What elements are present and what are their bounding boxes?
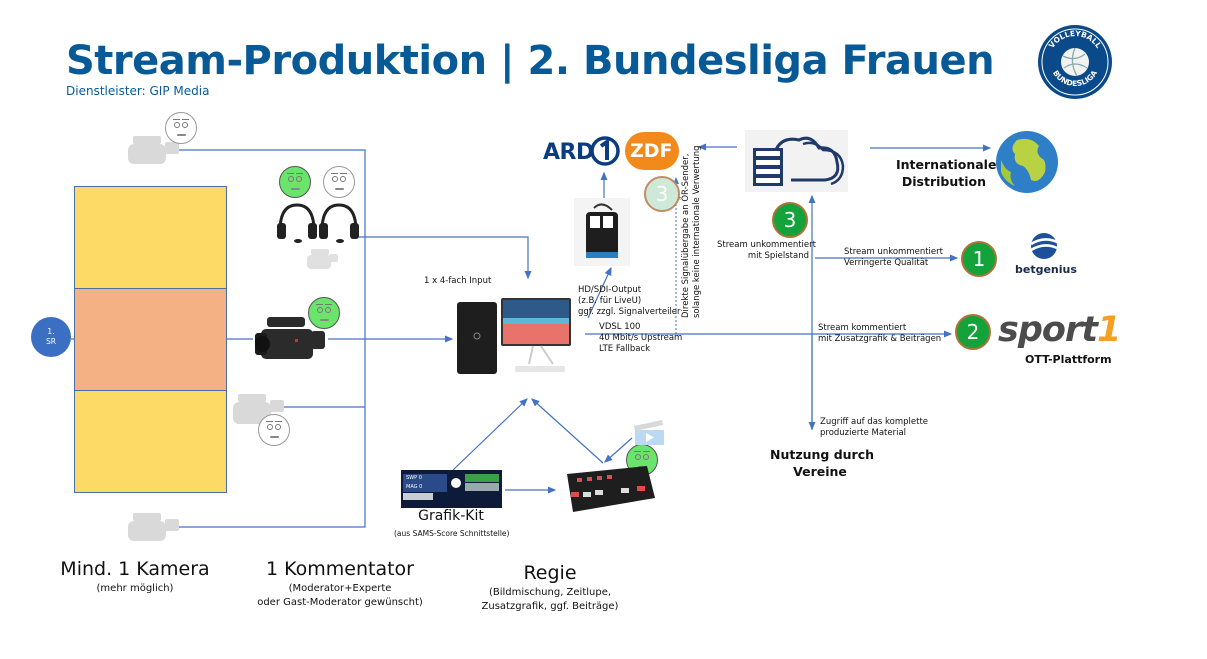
volleyball-bundesliga-logo: VOLLEYBALL BUNDESLIGA: [1037, 24, 1113, 100]
page-title: Stream-Produktion | 2. Bundesliga Frauen: [66, 38, 995, 84]
upstream-line-2: 40 Mbit/s Upstream: [599, 333, 683, 343]
cameras-subtitle: (mehr möglich): [96, 583, 174, 594]
direct-signal-label: Direkte Signalübergabe an ÖR-Sender, sol…: [681, 145, 703, 318]
output-line-2: (z.B. für LiveU): [578, 296, 642, 306]
production-pc-icon: [457, 298, 571, 374]
cloud-server-box: [745, 130, 848, 192]
vereine-access-line-1: Zugriff auf das komplette: [820, 417, 929, 427]
zdf-text: ZDF: [630, 140, 673, 162]
international-label: Internationale Distribution: [896, 156, 997, 190]
video-switcher-icon: [567, 466, 655, 512]
main-camera-icon: [255, 317, 325, 359]
scoreboard-score-a: 0: [418, 475, 422, 481]
badge-3-faded: 3: [644, 176, 680, 212]
direct-line-2: solange keine internationale Verwertung: [692, 145, 702, 318]
regie-subtitle-1: (Bildmischung, Zeitlupe,: [488, 587, 612, 598]
page-subtitle: Dienstleister: GIP Media: [66, 84, 210, 98]
output-label: HD/SDI-Output (z.B. für LiveU) ggf. zzgl…: [578, 285, 681, 318]
badge-3-cloud: 3: [772, 202, 808, 238]
upstream-label: VDSL 100 40 Mbit/s Upstream LTE Fallback: [599, 322, 682, 355]
betgenius-globe-icon: [1030, 233, 1058, 259]
vereine-title: Nutzung durch Vereine: [770, 446, 875, 480]
output-line-3: ggf. zzgl. Signalverteiler: [578, 307, 681, 317]
grafik-kit-screenshot: SWP 0 MAG 0: [401, 470, 502, 508]
sport1-label-line-2: mit Zusatzgrafik & Beiträgen: [818, 334, 942, 344]
vereine-access-label: Zugriff auf das komplette produzierte Ma…: [820, 417, 928, 439]
liveu-device-icon: [574, 198, 630, 266]
output-line-1: HD/SDI-Output: [578, 285, 642, 295]
referee-number: 1.: [47, 327, 55, 336]
upstream-line-3: LTE Fallback: [599, 344, 651, 354]
betgenius-label-line-2: Verringerte Qualität: [844, 258, 929, 268]
betgenius-stream-label: Stream unkommentiert Verringerte Qualitä…: [844, 247, 943, 269]
cameras-title: Mind. 1 Kamera: [60, 558, 210, 580]
face-icon-main-camera: [308, 297, 340, 329]
sport1-label-line-1: Stream kommentiert: [818, 323, 907, 333]
clip-to-switcher-line: [604, 437, 633, 463]
camera-icon-top: [128, 136, 179, 164]
headset-icons: [277, 203, 359, 243]
court-back-zone-top: [74, 186, 227, 289]
switcher-to-pc-line: [531, 398, 604, 464]
vereine-access-line-2: produzierte Material: [820, 428, 907, 438]
face-icon-expert: [323, 166, 355, 198]
scoreboard-score-b: 0: [419, 484, 423, 490]
sport1-logo: sport1: [998, 310, 1121, 350]
cloud-server-icon: [753, 136, 845, 186]
commentator-subtitle: (Moderator+Experte oder Gast-Moderator g…: [240, 582, 440, 610]
court-front-zone: [74, 288, 227, 391]
vereine-title-line-1: Nutzung durch: [770, 447, 875, 462]
regie-subtitle-2: Zusatzgrafik, ggf. Beiträge): [481, 601, 619, 612]
international-line-2: Distribution: [901, 174, 986, 189]
grafik-kit-subtitle: (aus SAMS-Score Schnittstelle): [394, 529, 510, 538]
referee-badge: 1. SR: [31, 317, 71, 357]
sport1-logo-accent: 1: [1096, 310, 1121, 350]
court-back-zone-bottom: [74, 390, 227, 493]
commentator-line: [353, 236, 532, 280]
commentator-title: 1 Kommentator: [266, 558, 414, 580]
badge-2: 2: [955, 314, 991, 350]
face-icon-top-camera: [165, 112, 197, 144]
camera-icon-commentator: [307, 249, 338, 269]
grafik-kit-title: Grafik-Kit: [418, 508, 484, 524]
ard-logo: ARD: [543, 140, 594, 165]
sport1-stream-label: Stream kommentiert mit Zusatzgrafik & Be…: [818, 323, 941, 345]
globe-icon: [996, 131, 1058, 193]
betgenius-logo: betgenius: [1015, 263, 1077, 276]
ott-platform-label: OTT-Plattform: [1025, 353, 1112, 366]
upstream-line-1: VDSL 100: [599, 322, 641, 332]
international-line-1: Internationale: [896, 157, 997, 172]
regie-subtitle: (Bildmischung, Zeitlupe, Zusatzgrafik, g…: [470, 586, 630, 614]
face-icon-commentator: [279, 166, 311, 198]
camera-icon-bottom: [128, 513, 179, 541]
referee-label: SR: [46, 337, 56, 346]
grafik-to-pc-line: [452, 398, 528, 471]
cloud-stream-label: Stream unkommentiert mit Spielstand: [717, 240, 816, 262]
video-clip-icon: [634, 420, 664, 445]
vereine-title-line-2: Vereine: [793, 464, 847, 479]
sport1-logo-main: sport: [998, 310, 1098, 350]
badge-1: 1: [961, 241, 997, 277]
ard-one-icon: [590, 136, 620, 166]
scoreboard-team-b: MAG: [406, 484, 418, 490]
ard-text: ARD: [543, 140, 594, 165]
scoreboard-team-a: SWP: [406, 475, 418, 481]
commentator-subtitle-1: (Moderator+Experte: [288, 583, 392, 594]
commentator-subtitle-2: oder Gast-Moderator gewünscht): [257, 597, 423, 608]
pc-to-liveu-line: [587, 266, 612, 319]
regie-title: Regie: [523, 562, 577, 584]
cloud-label-line-2: mit Spielstand: [747, 251, 809, 261]
face-icon-side-camera: [258, 414, 290, 446]
betgenius-label-line-1: Stream unkommentiert: [844, 247, 943, 257]
volleyball-icon: VOLLEYBALL BUNDESLIGA: [1038, 25, 1112, 99]
zdf-logo: ZDF: [625, 132, 679, 170]
cloud-label-line-1: Stream unkommentiert: [717, 240, 816, 250]
input-label: 1 x 4-fach Input: [424, 276, 492, 286]
direct-line-1: Direkte Signalübergabe an ÖR-Sender,: [681, 153, 691, 318]
